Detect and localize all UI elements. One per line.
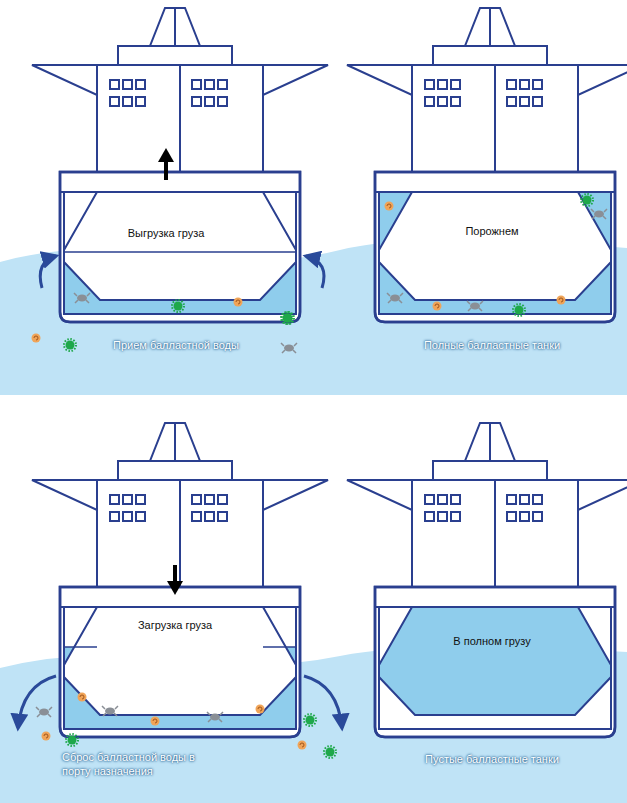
caption-label: В полном грузу — [453, 634, 530, 648]
caption-label: Загрузка груза — [138, 618, 212, 632]
caption-label: Сброс балластной воды в порту назначения — [62, 750, 222, 778]
caption-label: Пустые балластные танки — [425, 752, 559, 766]
caption-label: Выгрузка груза — [128, 226, 205, 240]
caption-label: Прием балластной воды — [113, 338, 239, 352]
caption-label: Полные балластные танки — [424, 338, 560, 352]
caption-label: Порожнем — [465, 224, 518, 238]
